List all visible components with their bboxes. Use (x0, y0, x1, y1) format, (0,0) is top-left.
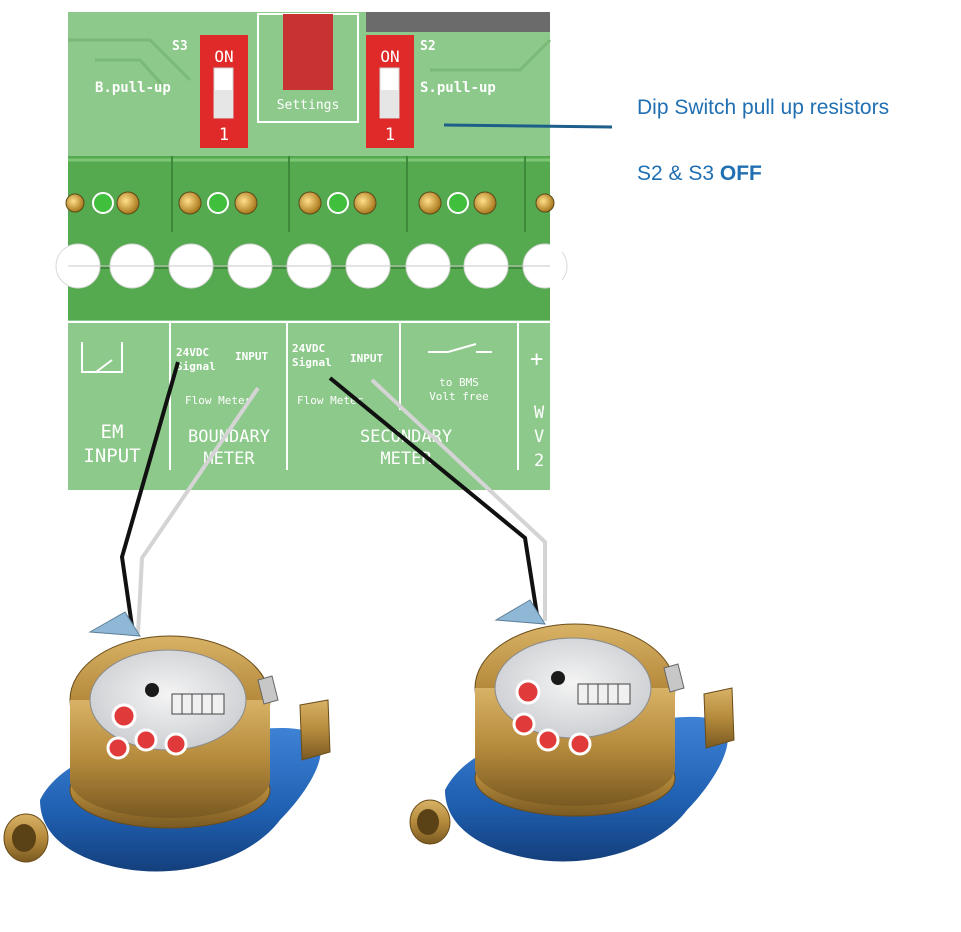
terminal-screw (234, 191, 258, 215)
secondary-white-wire (370, 378, 547, 621)
edge-w: W (534, 403, 545, 423)
boundary-signal: Signal (176, 360, 216, 373)
s3-label: S3 (172, 39, 188, 54)
meter-dial (134, 728, 158, 752)
s2-one-label: 1 (385, 125, 395, 145)
pcb-board: S3 ON 1 B.pull-up Settings ON 1 S2 S.pul… (55, 12, 568, 490)
dip-state-note: S2 & S3 OFF (637, 162, 762, 186)
secondary-signal: Signal (292, 356, 332, 369)
terminal-screw (353, 191, 377, 215)
meter-outlet-fitting (299, 699, 331, 761)
bms-line1: to BMS (439, 376, 479, 389)
secondary-24vdc: 24VDC (292, 342, 325, 355)
meter-inlet-hole (12, 824, 36, 852)
em-input-line1: EM (101, 421, 124, 443)
meter-seal (257, 675, 279, 705)
bms-switch-icon (428, 343, 492, 353)
meter-dial (111, 703, 137, 729)
meter-seal (663, 663, 685, 693)
edge-plus: + (530, 347, 543, 372)
pcb-trace (95, 58, 167, 89)
meter-dial (512, 712, 536, 736)
terminal-led (447, 192, 469, 214)
s3-slider-knob[interactable] (214, 90, 233, 118)
terminal-screw (178, 191, 202, 215)
meter-counter (171, 693, 225, 715)
terminal-screw (116, 191, 140, 215)
meter-counter (577, 683, 631, 705)
dip-state-value: OFF (719, 162, 762, 185)
bms-line2: Volt free (429, 390, 489, 403)
pcb-dark-strip (366, 12, 550, 32)
meter-inlet-hole (417, 809, 439, 835)
s-pullup-label: S.pull-up (420, 80, 496, 96)
relay-symbol-icon (81, 342, 123, 373)
meter-star-wheel (145, 683, 159, 697)
terminal-block (55, 156, 568, 320)
meter-dial (164, 732, 188, 756)
s2-on-label: ON (380, 47, 399, 66)
meter-dial (568, 732, 592, 756)
terminal-screw (535, 193, 555, 213)
meter-dial (536, 728, 560, 752)
terminal-legend: EM INPUT 24VDC Signal INPUT Flow Meter B… (68, 321, 550, 471)
boundary-24vdc: 24VDC (176, 346, 209, 359)
meter-dial (106, 736, 130, 760)
boundary-black-wire (119, 361, 180, 634)
meter-tab (88, 611, 141, 637)
boundary-title-line1: BOUNDARY (188, 427, 270, 447)
water-meter-secondary (409, 599, 735, 862)
meter-tab (494, 599, 546, 625)
terminal-screw (298, 191, 322, 215)
terminal-screw (65, 193, 85, 213)
edge-2: 2 (534, 451, 544, 471)
meter-star-wheel (551, 671, 565, 685)
s2-slider-knob[interactable] (380, 90, 399, 118)
secondary-input: INPUT (350, 352, 383, 365)
terminal-led (207, 192, 229, 214)
dip-state-prefix: S2 & S3 (637, 162, 720, 185)
boundary-input: INPUT (235, 350, 268, 363)
pcb-trace (430, 38, 552, 72)
meter-outlet-fitting (703, 687, 735, 749)
s2-label: S2 (420, 39, 436, 54)
boundary-flow-meter: Flow Meter (185, 394, 252, 407)
water-meter-boundary (3, 611, 331, 872)
terminal-led (92, 192, 114, 214)
settings-label: Settings (277, 98, 340, 113)
boundary-title-line2: METER (203, 449, 255, 469)
terminal-block-body (68, 156, 550, 320)
s3-one-label: 1 (219, 125, 229, 145)
secondary-flow-meter: Flow Meter (297, 394, 364, 407)
em-input-line2: INPUT (83, 445, 140, 467)
terminal-screw (473, 191, 497, 215)
s3-on-label: ON (214, 47, 233, 66)
terminal-screw (418, 191, 442, 215)
secondary-black-wire (328, 376, 540, 622)
relay-contact (95, 359, 113, 373)
wiring (119, 361, 547, 634)
boundary-white-wire (136, 386, 260, 634)
annotation-pointer (443, 123, 613, 129)
terminal-led (327, 192, 349, 214)
dip-switch-note-text: Dip Switch pull up resistors (637, 96, 890, 119)
board-edge-mask (550, 240, 562, 290)
edge-v: V (534, 427, 544, 447)
dip-switch-note: Dip Switch pull up resistors (637, 96, 889, 120)
pcb-trace (68, 38, 192, 82)
b-pullup-label: B.pull-up (95, 80, 171, 96)
meter-dial (515, 679, 541, 705)
settings-switch[interactable] (283, 14, 333, 90)
secondary-title-line2: METER (380, 449, 432, 469)
